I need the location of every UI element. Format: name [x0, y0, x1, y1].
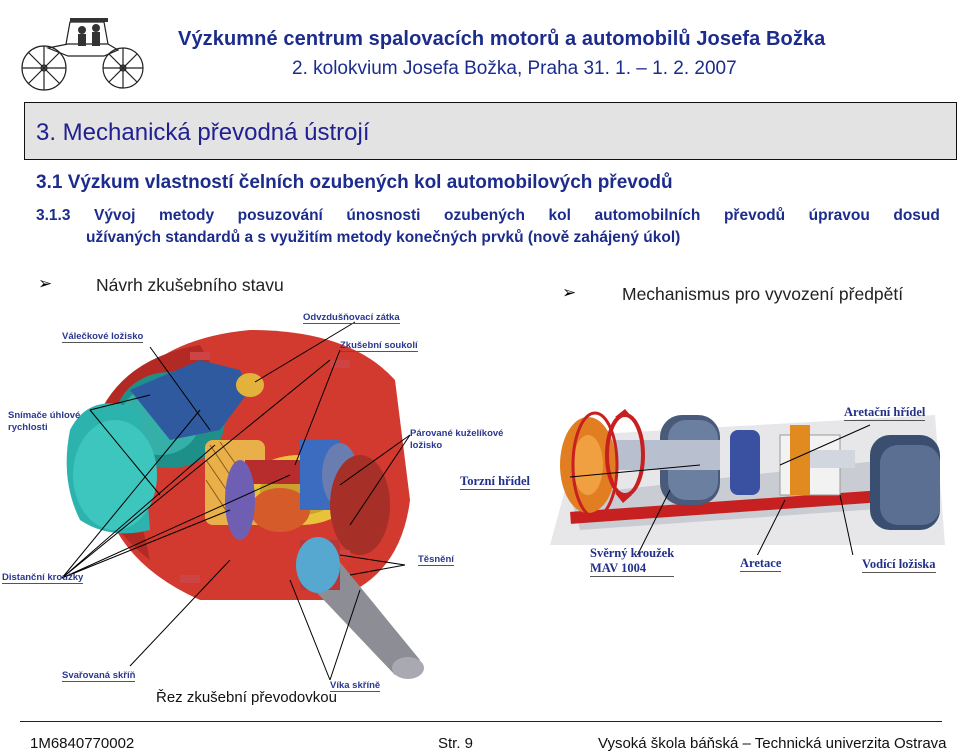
- header-title: Výzkumné centrum spalovacích motorů a au…: [178, 28, 826, 50]
- footer-university: Vysoká škola báňská – Technická univerzi…: [598, 735, 947, 752]
- label-paired-bearings: Párované kuželíkové ložisko: [410, 428, 520, 452]
- paragraph-word: úpravou: [808, 207, 870, 224]
- arrow-bullet-icon: ➢: [38, 274, 53, 293]
- left-bullet-text: Návrh zkušebního stavu: [96, 275, 284, 295]
- section-bar: [24, 102, 957, 160]
- label-spacer-rings: Distanční kroužky: [2, 572, 84, 584]
- label-speed-sensors: Snímače úhlové rychlosti: [8, 410, 88, 434]
- task-paragraph: 3.1.3 Vývoj metody posuzování únosnosti …: [36, 205, 940, 249]
- section-title: 3. Mechanická převodná ústrojí: [36, 119, 370, 146]
- label-clamp-ring-name: Svěrný kroužek: [590, 546, 675, 560]
- label-roller-bearing: Válečkové ložisko: [62, 331, 144, 343]
- label-speed-sensors-text: Snímače úhlové rychlosti: [8, 410, 81, 433]
- paragraph-word: ozubených: [444, 207, 525, 224]
- gearbox-cutaway-illustration: [61, 321, 424, 681]
- label-locking: Aretace: [740, 556, 782, 572]
- preload-mechanism-illustration: [550, 409, 945, 555]
- paragraph-word: automobilních: [594, 207, 701, 224]
- label-paired-bearings-text: Párované kuželíkové ložisko: [410, 428, 504, 451]
- label-clamp-ring-code: MAV 1004: [590, 561, 675, 577]
- paragraph-word: 3.1.3: [36, 207, 71, 224]
- paragraph-word: Vývoj: [94, 207, 136, 224]
- header-subtitle: 2. kolokvium Josefa Božka, Praha 31. 1. …: [292, 58, 737, 79]
- paragraph-word: posuzování: [237, 207, 323, 224]
- label-locking-shaft: Aretační hřídel: [844, 405, 926, 421]
- paragraph-word: převodů: [723, 207, 786, 224]
- figure-caption: Řez zkušební převodovkou: [156, 689, 337, 706]
- label-torsion-shaft: Torzní hřídel: [460, 474, 531, 490]
- footer-project-code: 1M6840770002: [30, 735, 135, 752]
- paragraph-word: kol: [548, 207, 571, 224]
- label-test-gears: Zkušební soukolí: [340, 340, 418, 352]
- label-guide-bearings: Vodící ložiska: [862, 557, 936, 573]
- paragraph-word: únosnosti: [346, 207, 421, 224]
- arrow-bullet-icon: ➢: [562, 283, 577, 302]
- paragraph-line-2: užívaných standardů a s využitím metody …: [86, 229, 681, 246]
- paragraph-word: dosud: [893, 207, 940, 224]
- label-housing-covers: Víka skříně: [330, 680, 381, 692]
- vintage-car-logo: [21, 18, 144, 91]
- paragraph-line-1: 3.1.3 Vývoj metody posuzování únosnosti …: [36, 205, 940, 227]
- paragraph-word: metody: [158, 207, 215, 224]
- label-welded-housing: Svařovaná skříň: [62, 670, 136, 682]
- label-vent-plug: Odvzdušňovací zátka: [303, 312, 400, 324]
- label-sealing: Těsnění: [418, 554, 454, 566]
- footer-rule: [20, 721, 942, 722]
- subsection-title: 3.1 Výzkum vlastností čelních ozubených …: [36, 172, 673, 193]
- footer-page-number: Str. 9: [438, 735, 474, 752]
- right-bullet-text: Mechanismus pro vyvození předpětí: [622, 284, 904, 304]
- label-clamp-ring: Svěrný kroužek MAV 1004: [590, 546, 675, 577]
